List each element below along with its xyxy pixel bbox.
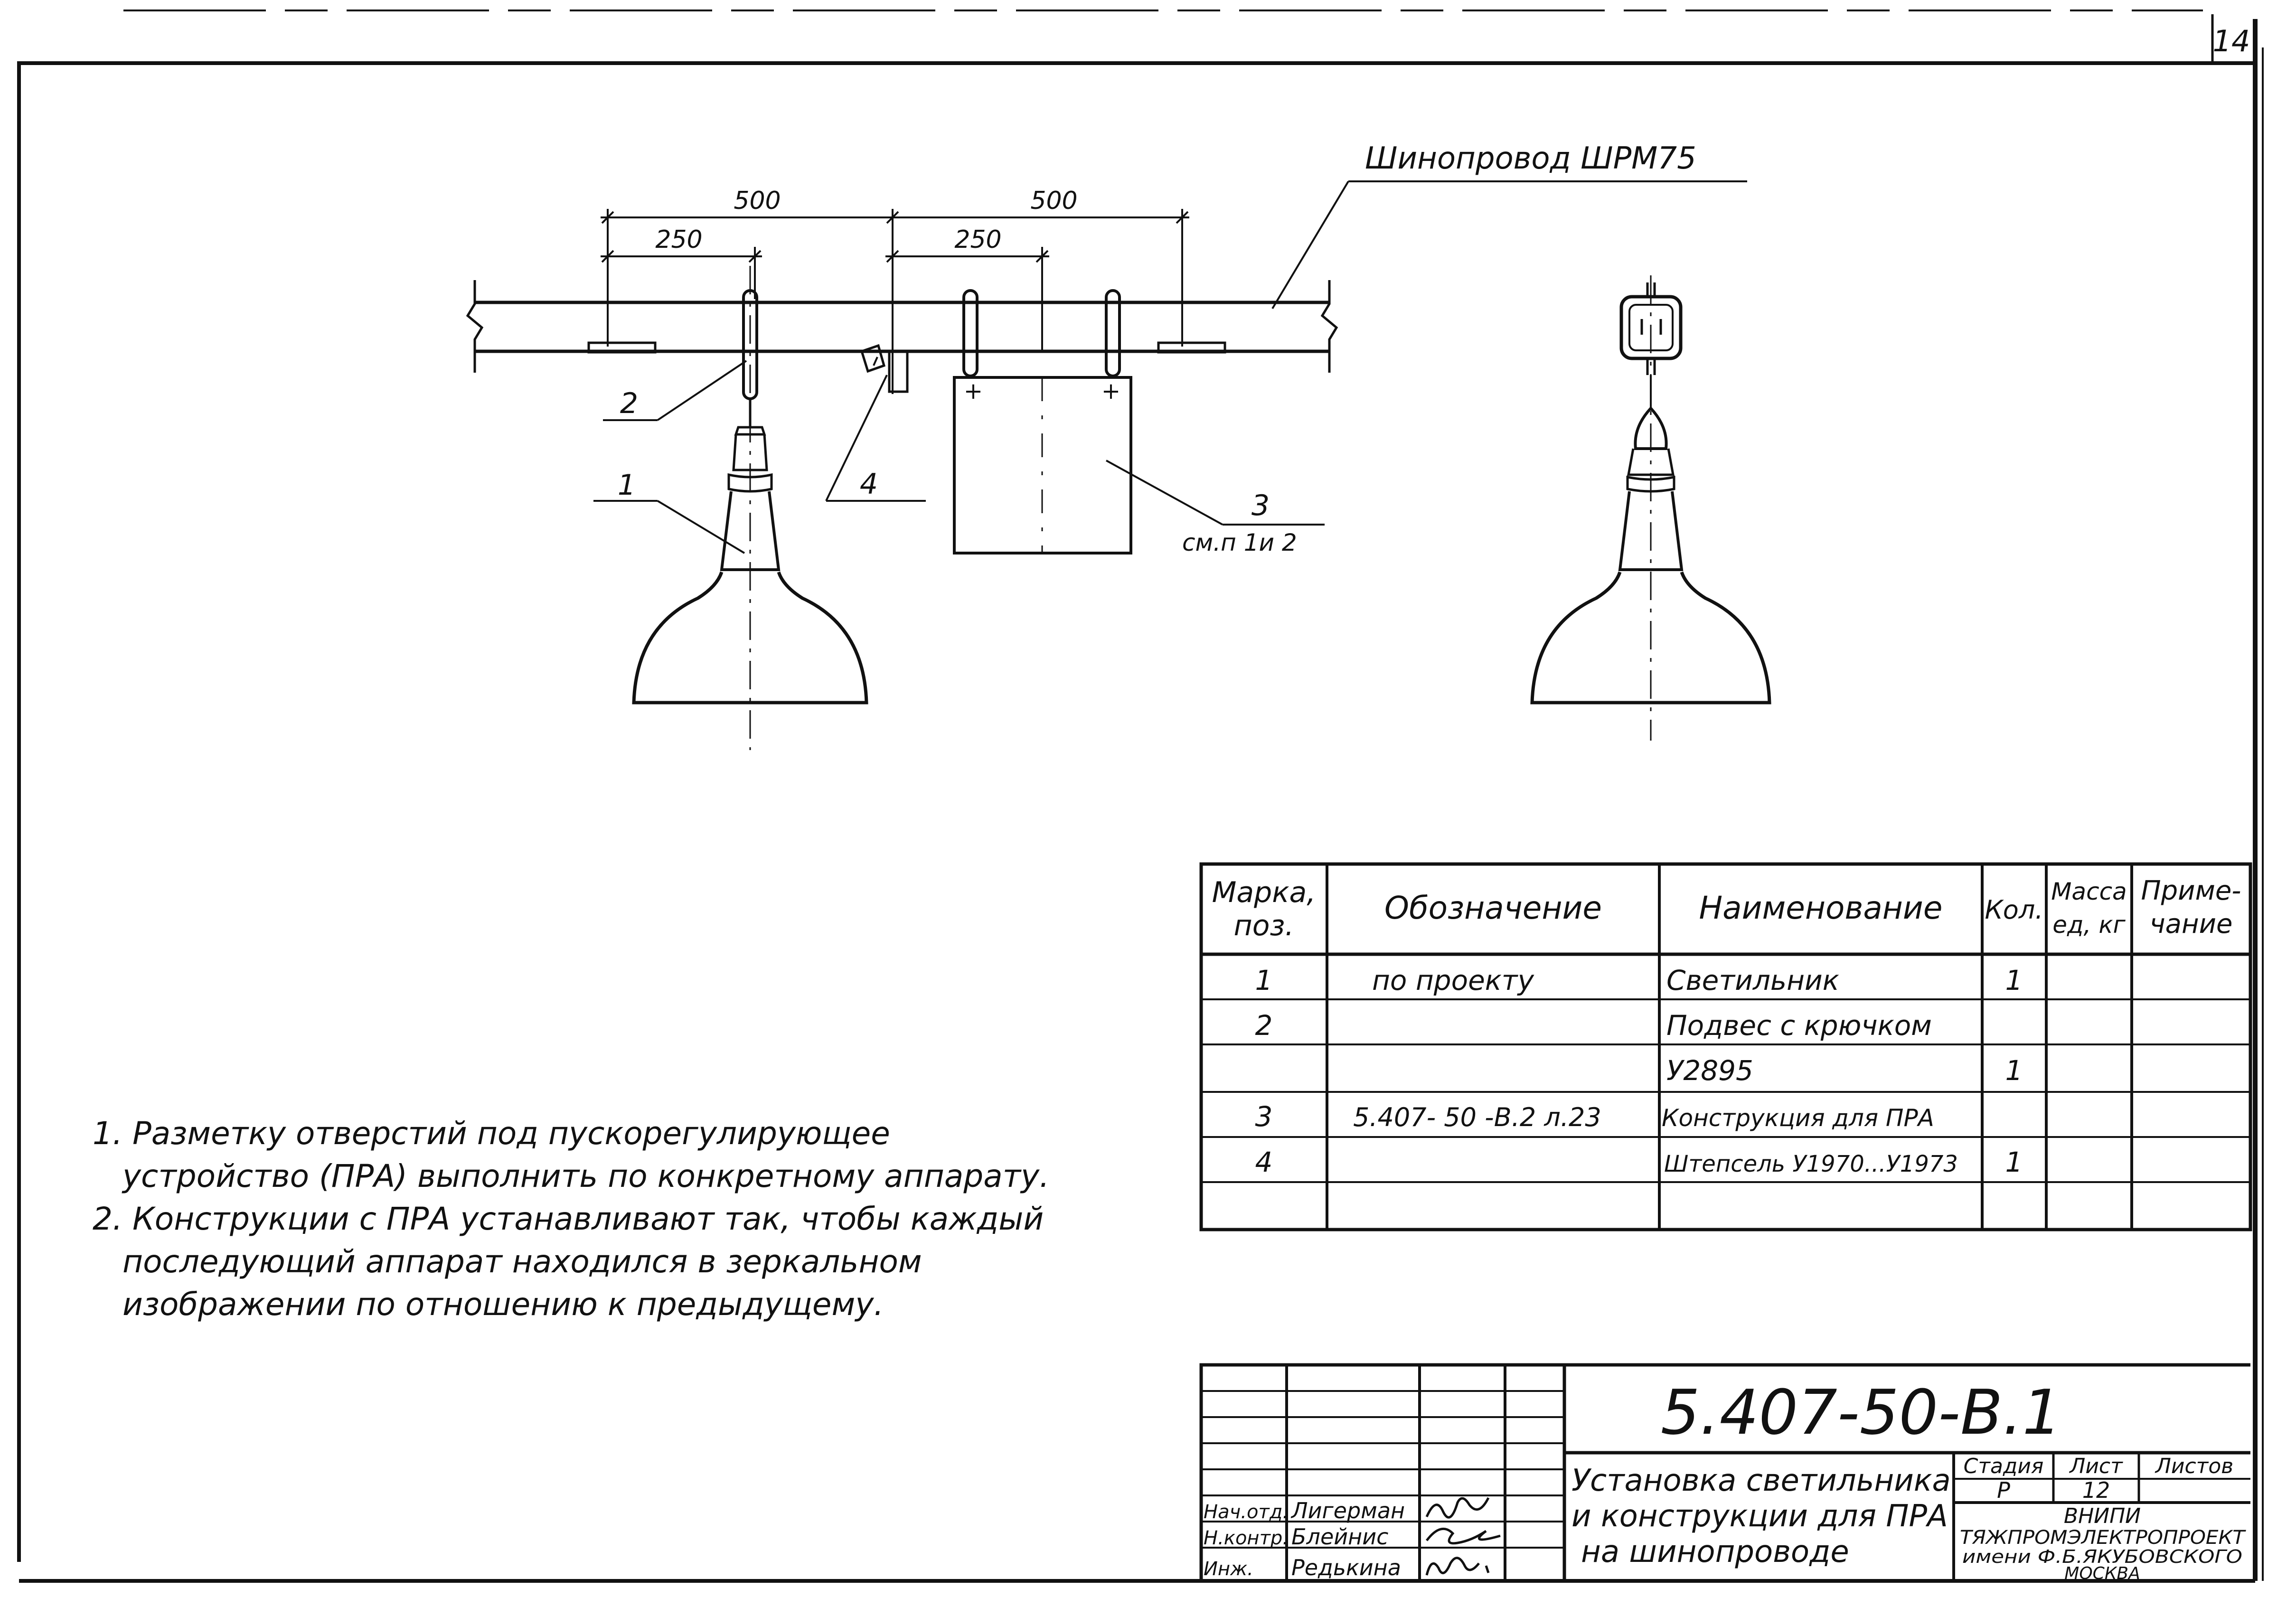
role-2: Н.контр. — [1204, 1527, 1289, 1549]
note-line-2: устройство (ПРА) выполнить по конкретном… — [122, 1158, 1049, 1194]
note-line-4: последующий аппарат находился в зеркальн… — [122, 1243, 922, 1280]
th-mark-1: Марка, — [1212, 876, 1316, 909]
dim-250-left: 250 — [655, 226, 702, 254]
th-qty: Кол. — [1985, 895, 2043, 925]
name-1: Лигерман — [1290, 1498, 1405, 1523]
row1-mark: 1 — [1255, 964, 1273, 996]
stage-label: Стадия — [1964, 1454, 2044, 1478]
pendant-lamp-left — [632, 266, 868, 750]
callout-leaders — [593, 360, 1325, 554]
row4-name: Конструкция для ПРА — [1662, 1104, 1934, 1132]
th-note-1: Приме- — [2141, 875, 2241, 906]
frame-left-top — [17, 61, 2255, 1562]
row4-designation: 5.407- 50 -В.2 л.23 — [1353, 1102, 1601, 1132]
table-row: 1 по проекту Светильник 1 — [1255, 964, 2023, 996]
plus-left: + — [964, 378, 983, 404]
sheet-label: Лист — [2069, 1454, 2123, 1478]
sheet-value: 12 — [2082, 1477, 2110, 1503]
note-line-3: 2. Конструкции с ПРА устанавливают так, … — [93, 1201, 1044, 1237]
row3-qty: 1 — [2005, 1054, 2023, 1087]
table-row: У2895 1 — [1666, 1054, 2023, 1087]
th-note-2: чание — [2150, 909, 2233, 940]
table-row: 4 Штепсель У1970...У1973 1 — [1255, 1146, 2023, 1178]
row5-mark: 4 — [1255, 1146, 1273, 1178]
title-line-3: на шинопроводе — [1581, 1534, 1849, 1569]
th-designation: Обозначение — [1384, 890, 1602, 926]
dim-250-right: 250 — [954, 226, 1001, 254]
sheet-number: 14 — [2213, 24, 2250, 58]
title-line-2: и конструкции для ПРА — [1571, 1499, 1948, 1534]
th-mass-2: ед, кг — [2052, 911, 2126, 939]
row1-qty: 1 — [2005, 964, 2023, 996]
note-line-5: изображении по отношению к предыдущему. — [122, 1286, 884, 1323]
end-view-lamp — [1530, 275, 1771, 741]
th-name: Наименование — [1699, 890, 1943, 926]
callout-3-note: см.п 1и 2 — [1182, 529, 1297, 556]
note-line-1: 1. Разметку отверстий под пускорегулирую… — [93, 1115, 890, 1152]
row1-name: Светильник — [1666, 964, 1839, 996]
stage-value: Р — [1997, 1477, 2010, 1503]
row3-name: У2895 — [1666, 1054, 1753, 1087]
th-mark-2: поз. — [1234, 909, 1294, 942]
row4-mark: 3 — [1255, 1100, 1273, 1133]
callout-4: 4 — [860, 468, 878, 501]
plug-item-4 — [860, 344, 909, 393]
role-3: Инж. — [1204, 1558, 1253, 1580]
row5-qty: 1 — [2005, 1146, 2023, 1178]
callout-1: 1 — [618, 469, 636, 502]
signature-3 — [1425, 1557, 1490, 1576]
callout-2: 2 — [620, 387, 638, 420]
row2-name: Подвес с крючком — [1666, 1009, 1932, 1042]
busbar-label: Шинопровод ШРМ75 — [1365, 141, 1696, 176]
busbar-side-view — [466, 280, 1338, 373]
table-row: 3 5.407- 50 -В.2 л.23 Конструкция для ПР… — [1255, 1100, 1934, 1133]
title-block-grid — [1199, 1363, 2250, 1581]
sheets-label: Листов — [2155, 1454, 2233, 1478]
dimension-lines — [601, 209, 1189, 394]
plus-right: + — [1101, 378, 1120, 404]
role-1: Нач.отд. — [1204, 1501, 1289, 1523]
signature-1 — [1425, 1497, 1490, 1519]
org-line-1: ВНИПИ — [2064, 1504, 2141, 1528]
row5-name: Штепсель У1970...У1973 — [1664, 1151, 1958, 1177]
spec-table-grid — [1199, 862, 2252, 1231]
row1-designation: по проекту — [1372, 964, 1534, 996]
th-mass-1: Масса — [2051, 878, 2127, 905]
name-3: Редькина — [1291, 1555, 1401, 1580]
org-line-2: ТЯЖПРОМЭЛЕКТРОПРОЕКТ — [1960, 1527, 2247, 1549]
org-line-4: МОСКВА — [2064, 1564, 2140, 1583]
doc-code: 5.407-50-В.1 — [1661, 1376, 2062, 1448]
ballast-box — [953, 289, 1132, 554]
signature-2 — [1426, 1528, 1501, 1545]
org-line-3: имени Ф.Б.ЯКУБОВСКОГО — [1962, 1546, 2242, 1567]
name-2: Блейнис — [1291, 1524, 1388, 1550]
dim-500-right: 500 — [1030, 187, 1077, 215]
dim-500-left: 500 — [734, 187, 781, 215]
row2-mark: 2 — [1255, 1009, 1273, 1042]
busbar-leader — [1271, 180, 1349, 310]
callout-3: 3 — [1252, 489, 1270, 522]
table-row: 2 Подвес с крючком — [1255, 1009, 1932, 1042]
title-line-1: Установка светильника — [1571, 1463, 1951, 1498]
